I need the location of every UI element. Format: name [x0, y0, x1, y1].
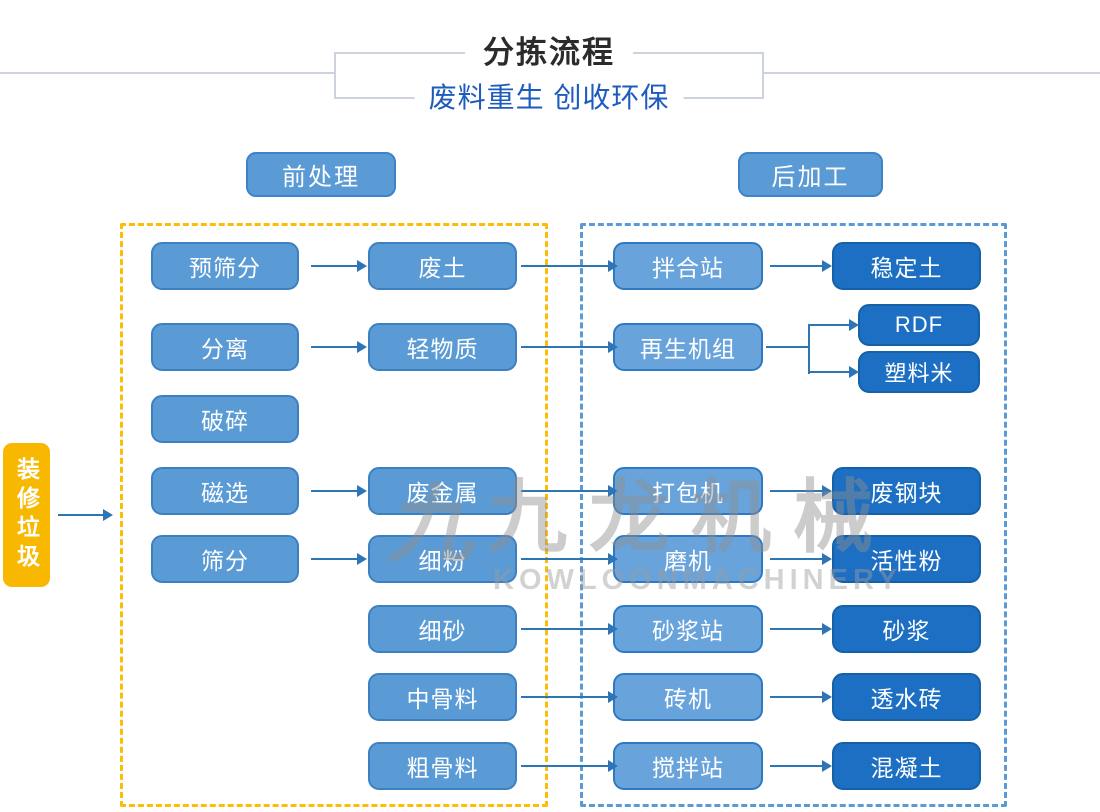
flow-arrow [521, 553, 618, 565]
flow-arrow [521, 623, 618, 635]
node-medium-aggregate: 中骨料 [368, 673, 517, 721]
node-light-material: 轻物质 [368, 323, 517, 371]
flow-arrow [521, 485, 618, 497]
postprocessing-frame [580, 223, 1007, 807]
flow-arrow [770, 260, 832, 272]
header-rule-left [0, 72, 334, 74]
flow-arrow [521, 691, 618, 703]
flow-arrow [521, 260, 618, 272]
flow-arrow [521, 341, 618, 353]
flow-arrow [311, 341, 367, 353]
node-plastic-pellets: 塑料米 [858, 351, 980, 393]
node-pre-screening: 预筛分 [151, 242, 299, 290]
flow-arrow [311, 553, 367, 565]
page-title: 分拣流程 [465, 34, 633, 72]
header-rule-right [764, 72, 1100, 74]
node-screening: 筛分 [151, 535, 299, 583]
page-subtitle: 废料重生 创收环保 [414, 81, 684, 115]
flow-arrow [311, 260, 367, 272]
node-rdf: RDF [858, 304, 980, 346]
node-mixing-station: 搅拌站 [613, 742, 763, 790]
node-separation: 分离 [151, 323, 299, 371]
pretreatment-frame [120, 223, 548, 807]
section-label-pretreatment: 前处理 [246, 152, 396, 197]
node-crushing: 破碎 [151, 395, 299, 443]
flow-arrow [809, 319, 859, 331]
flow-wire [808, 324, 810, 374]
node-recycling-unit: 再生机组 [613, 323, 763, 371]
node-fine-sand: 细砂 [368, 605, 517, 653]
flow-arrow [809, 366, 859, 378]
node-baler: 打包机 [613, 467, 763, 515]
node-magnetic-separation: 磁选 [151, 467, 299, 515]
section-label-postprocessing: 后加工 [738, 152, 883, 197]
flow-arrow-source [58, 509, 113, 521]
node-active-powder: 活性粉 [832, 535, 981, 583]
node-mixing-plant: 拌合站 [613, 242, 763, 290]
node-renovation-waste: 装修垃圾 [3, 443, 50, 587]
node-brick-machine: 砖机 [613, 673, 763, 721]
flow-arrow [770, 691, 832, 703]
node-stabilized-soil: 稳定土 [832, 242, 981, 290]
flow-arrow [521, 760, 618, 772]
node-fine-powder: 细粉 [368, 535, 517, 583]
node-permeable-brick: 透水砖 [832, 673, 981, 721]
node-mill: 磨机 [613, 535, 763, 583]
flow-arrow [770, 553, 832, 565]
node-mortar-station: 砂浆站 [613, 605, 763, 653]
node-mortar: 砂浆 [832, 605, 981, 653]
flow-arrow [770, 485, 832, 497]
title-frame: 分拣流程 废料重生 创收环保 [334, 34, 764, 115]
node-coarse-aggregate: 粗骨料 [368, 742, 517, 790]
node-concrete: 混凝土 [832, 742, 981, 790]
node-scrap-metal: 废金属 [368, 467, 517, 515]
flow-wire [766, 346, 810, 348]
flow-arrow [770, 760, 832, 772]
node-scrap-steel-block: 废钢块 [832, 467, 981, 515]
flow-arrow [311, 485, 367, 497]
node-waste-soil: 废土 [368, 242, 517, 290]
flow-arrow [770, 623, 832, 635]
